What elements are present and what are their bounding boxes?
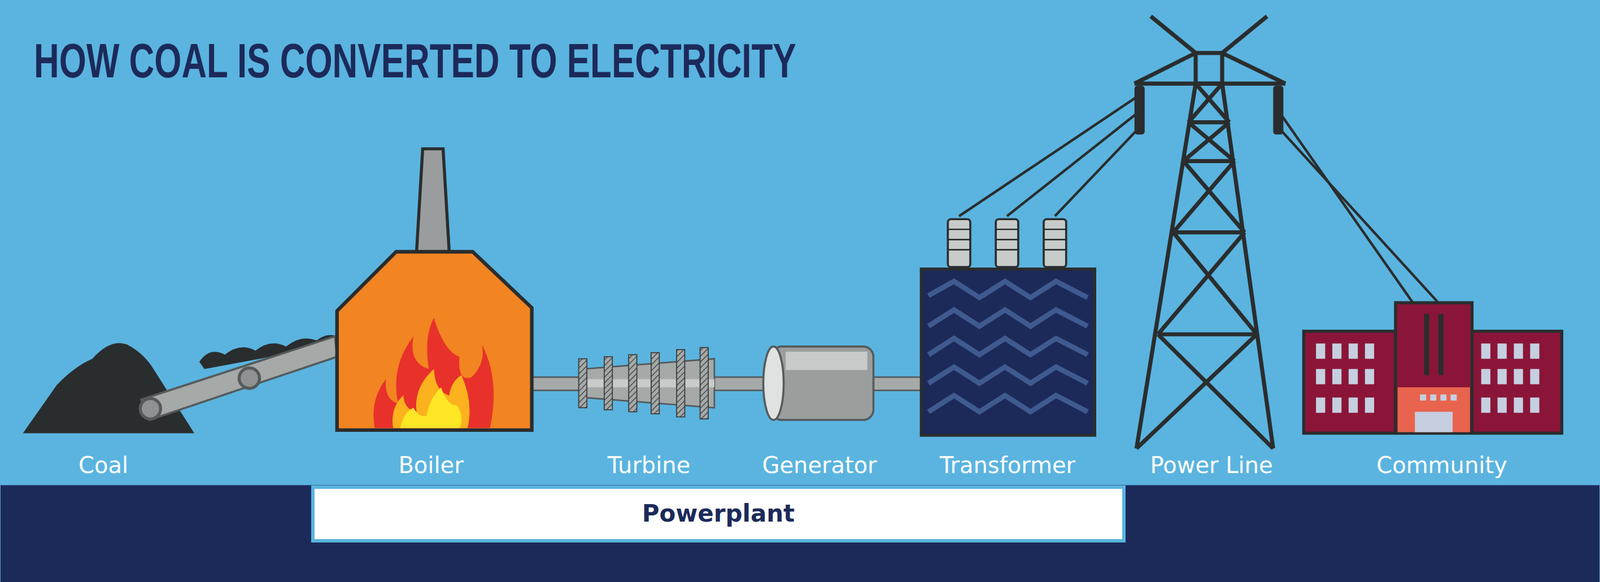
power-tower (1134, 16, 1286, 449)
wires (958, 96, 1439, 304)
component-label: Boiler (398, 452, 464, 478)
window (1513, 397, 1523, 413)
window (1513, 369, 1523, 385)
window (1348, 369, 1358, 385)
generator (763, 346, 874, 421)
turbine (578, 347, 715, 420)
window (1529, 369, 1540, 385)
section-box: Powerplant (311, 485, 1126, 543)
component-label: Power Line (1149, 452, 1273, 478)
window (1529, 397, 1540, 413)
window (1430, 394, 1437, 401)
window (1450, 394, 1457, 401)
ground-band (0, 485, 1600, 582)
insulators (1134, 85, 1284, 135)
community-buildings (1303, 302, 1562, 434)
window (1315, 397, 1325, 413)
component-label: Coal (78, 452, 129, 478)
component-label: Turbine (607, 452, 691, 478)
window (1497, 343, 1507, 359)
window (1332, 343, 1342, 359)
window (1497, 397, 1507, 413)
window (1513, 343, 1523, 359)
window (1315, 369, 1325, 385)
window (1365, 343, 1375, 359)
coal-pile (23, 343, 195, 434)
transformer (921, 219, 1095, 436)
window (1365, 397, 1375, 413)
window (1315, 343, 1325, 359)
component-label: Community (1376, 452, 1508, 478)
window (1497, 369, 1507, 385)
component-label: Generator (761, 452, 877, 478)
window (1529, 343, 1540, 359)
window (1365, 369, 1375, 385)
boiler (337, 149, 533, 431)
window (1419, 394, 1427, 401)
window (1332, 369, 1342, 385)
window (1481, 343, 1491, 359)
window (1440, 394, 1447, 401)
window (1481, 397, 1491, 413)
window (1481, 369, 1491, 385)
component-label: Transformer (939, 452, 1076, 478)
conveyor (140, 334, 337, 420)
section-label: Powerplant (642, 500, 795, 527)
window (1348, 343, 1358, 359)
window (1348, 397, 1358, 413)
window (1332, 397, 1342, 413)
title: HOW COAL IS CONVERTED TO ELECTRICITY (33, 36, 797, 85)
